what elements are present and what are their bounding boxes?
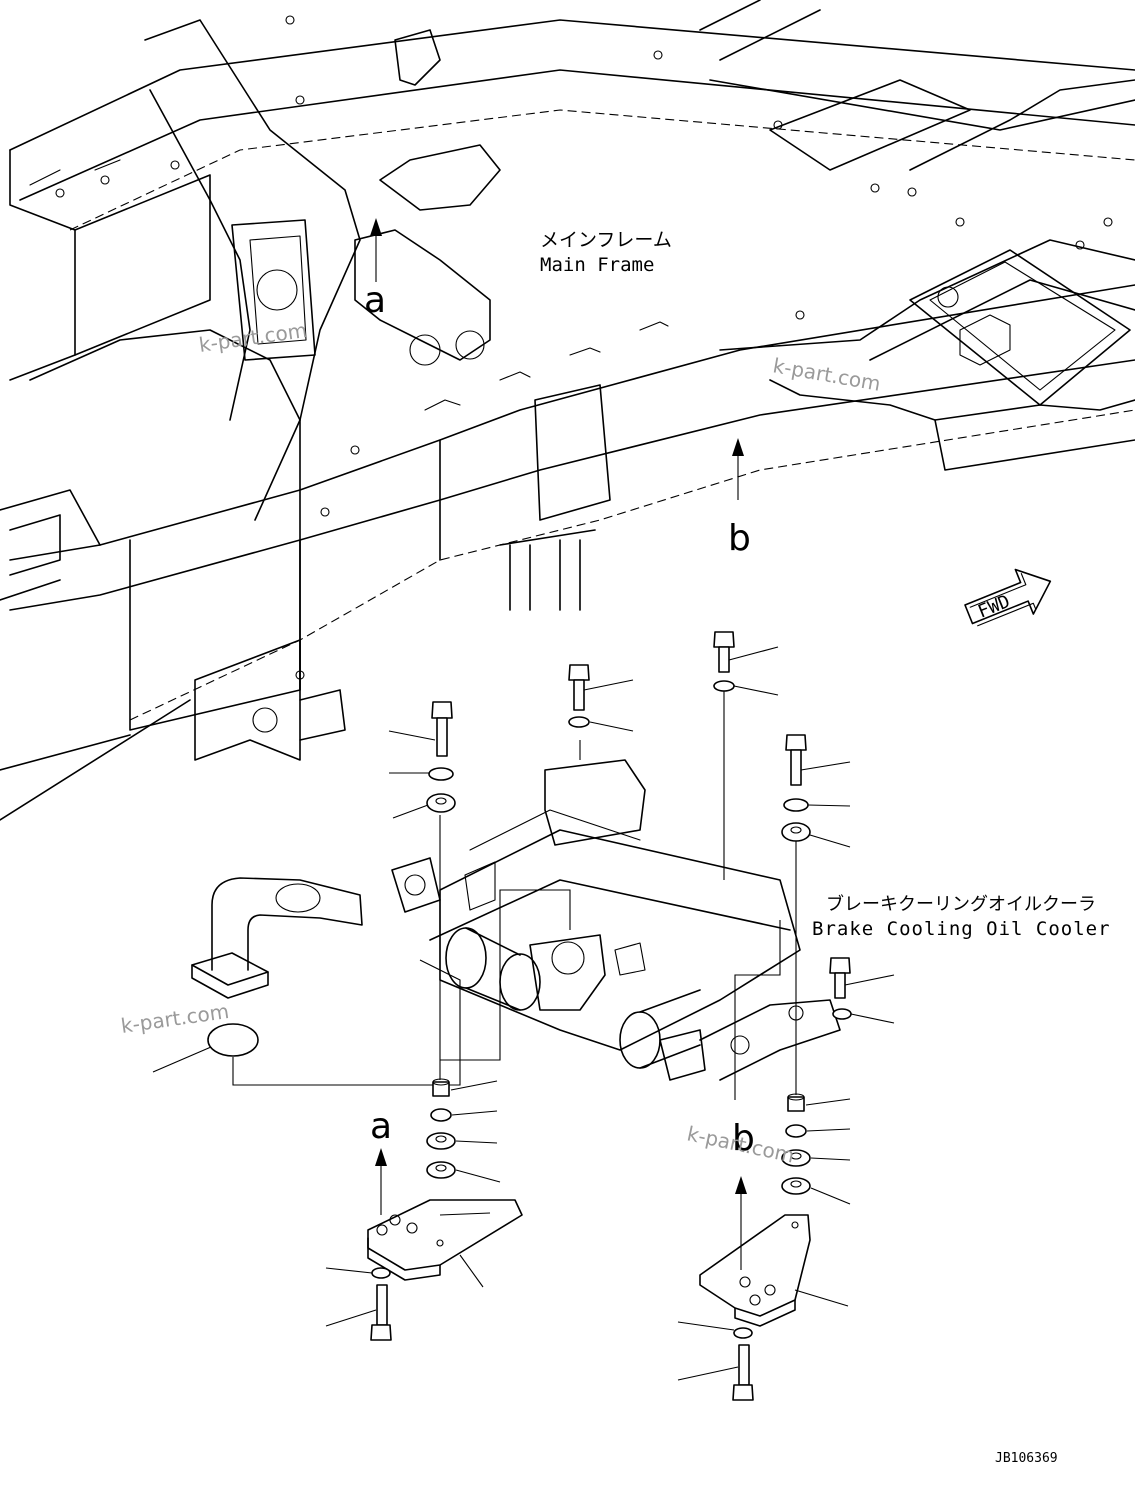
o-ring xyxy=(207,1023,259,1057)
view-label-b-top: b xyxy=(728,518,751,559)
view-label-b-bottom: b xyxy=(732,1118,755,1159)
drawing-id: JB106369 xyxy=(995,1451,1058,1466)
upper-right-stack-2 xyxy=(781,734,851,848)
upper-left-stack xyxy=(388,701,456,819)
o-ring-leader xyxy=(152,1046,212,1073)
fwd-arrow: FWD xyxy=(964,568,1052,627)
view-arrow-a-top: a xyxy=(364,218,386,321)
view-label-a-top: a xyxy=(364,280,386,321)
upper-middle-stack xyxy=(568,664,634,732)
view-arrow-a-bottom: a xyxy=(370,1106,392,1215)
oil-cooler-drawing xyxy=(191,759,841,1081)
upper-right-stack-1 xyxy=(713,631,779,696)
frame-studs xyxy=(55,15,1113,680)
lower-left-stack xyxy=(325,1078,523,1341)
lower-right-stack xyxy=(677,1093,851,1401)
cooler-label-jp: ブレーキクーリングオイルクーラ xyxy=(826,893,1096,915)
cooler-label-en: Brake Cooling Oil Cooler xyxy=(812,918,1111,940)
assembly-lines xyxy=(232,690,797,1100)
view-arrow-b-bottom: b xyxy=(732,1118,755,1270)
main-frame-label-en: Main Frame xyxy=(540,254,654,276)
main-frame-drawing xyxy=(0,0,1135,821)
view-arrow-b-top: b xyxy=(728,438,751,559)
main-frame-label-jp: メインフレーム xyxy=(540,229,672,251)
view-label-a-bottom: a xyxy=(370,1106,392,1147)
fwd-label: FWD xyxy=(975,591,1013,623)
right-bolt-stack xyxy=(829,957,895,1024)
